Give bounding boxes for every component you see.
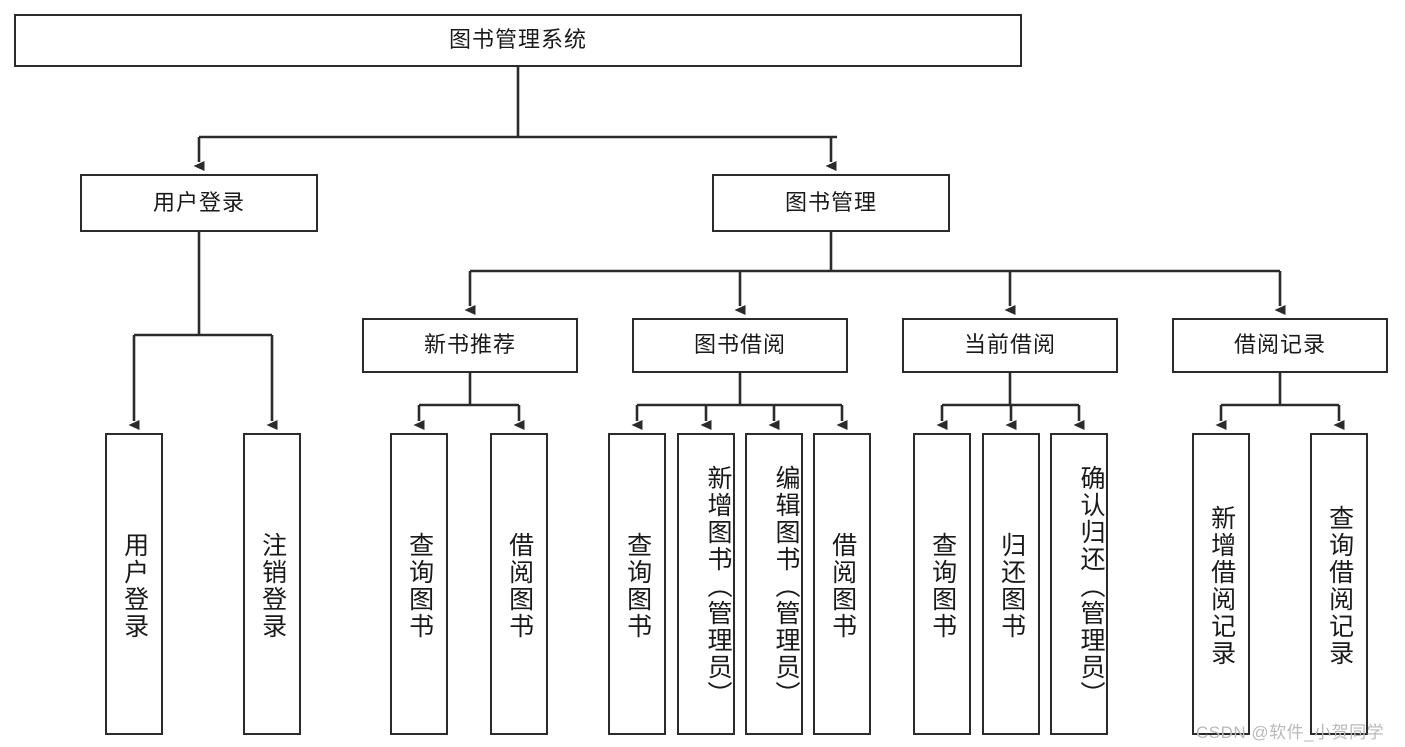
watermark: CSDN @软件_小贺同学 xyxy=(1196,723,1385,742)
leaf-query-book-borrow-label: 查询图书 xyxy=(623,532,652,640)
leaf-query-borrow-record-label: 查询借阅记录 xyxy=(1325,505,1354,667)
node-new-book-recommend[interactable]: 新书推荐 xyxy=(362,318,578,373)
leaf-user-login-label: 用户登录 xyxy=(120,532,149,640)
node-root-label: 图书管理系统 xyxy=(448,27,587,53)
node-current-borrow-label: 当前借阅 xyxy=(963,332,1056,358)
node-book-borrow-label: 图书借阅 xyxy=(693,332,786,358)
leaf-add-borrow-record[interactable]: 新增借阅记录 xyxy=(1192,433,1250,735)
leaf-add-book-admin-label: 新增图书（管理员） xyxy=(704,464,732,708)
node-book-borrow[interactable]: 图书借阅 xyxy=(632,318,848,373)
node-book-management-label: 图书管理 xyxy=(784,189,877,215)
leaf-query-book-current[interactable]: 查询图书 xyxy=(913,433,971,735)
leaf-query-borrow-record[interactable]: 查询借阅记录 xyxy=(1310,433,1368,735)
leaf-user-login[interactable]: 用户登录 xyxy=(105,433,163,735)
leaf-confirm-return-admin-label: 确认归还（管理员） xyxy=(1077,464,1105,708)
node-book-management[interactable]: 图书管理 xyxy=(712,174,950,232)
leaf-query-book-recommend-label: 查询图书 xyxy=(405,532,434,640)
leaf-return-book-label: 归还图书 xyxy=(997,532,1026,640)
node-borrow-record-label: 借阅记录 xyxy=(1233,332,1326,358)
leaf-query-book-recommend[interactable]: 查询图书 xyxy=(390,433,448,735)
leaf-confirm-return-admin[interactable]: 确认归还（管理员） xyxy=(1050,433,1108,735)
node-borrow-record[interactable]: 借阅记录 xyxy=(1172,318,1388,373)
leaf-logout-label: 注销登录 xyxy=(258,532,287,640)
leaf-borrow-book[interactable]: 借阅图书 xyxy=(813,433,871,735)
leaf-borrow-book-label: 借阅图书 xyxy=(828,532,857,640)
node-user-login-label: 用户登录 xyxy=(152,189,245,215)
node-root[interactable]: 图书管理系统 xyxy=(14,14,1022,67)
leaf-add-book-admin[interactable]: 新增图书（管理员） xyxy=(677,433,735,735)
node-user-login[interactable]: 用户登录 xyxy=(80,174,318,232)
leaf-logout[interactable]: 注销登录 xyxy=(243,433,301,735)
leaf-edit-book-admin[interactable]: 编辑图书（管理员） xyxy=(745,433,803,735)
leaf-add-borrow-record-label: 新增借阅记录 xyxy=(1207,505,1236,667)
leaf-borrow-book-recommend[interactable]: 借阅图书 xyxy=(490,433,548,735)
leaf-query-book-borrow[interactable]: 查询图书 xyxy=(608,433,666,735)
node-current-borrow[interactable]: 当前借阅 xyxy=(902,318,1118,373)
leaf-return-book[interactable]: 归还图书 xyxy=(982,433,1040,735)
node-new-book-recommend-label: 新书推荐 xyxy=(423,332,516,358)
leaf-query-book-current-label: 查询图书 xyxy=(928,532,957,640)
leaf-edit-book-admin-label: 编辑图书（管理员） xyxy=(772,464,800,708)
leaf-borrow-book-recommend-label: 借阅图书 xyxy=(505,532,534,640)
